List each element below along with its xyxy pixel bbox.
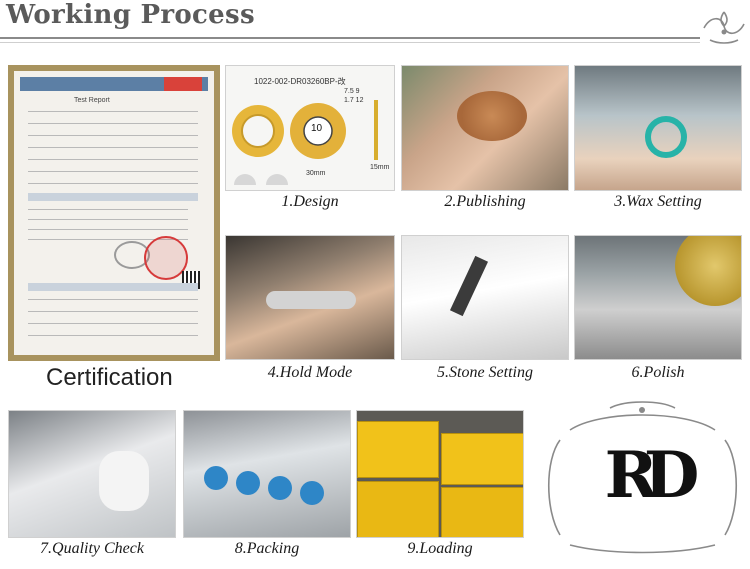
photo-quality-check: [8, 410, 176, 538]
caption-quality-check: 7.Quality Check: [40, 540, 144, 557]
design-width-label: 30mm: [306, 170, 326, 177]
design-shank-profile: [374, 100, 378, 160]
caption-certification: Certification: [46, 364, 173, 391]
photo-design: 1022-002-DR03260BP-改 7.5 9 1.7 12 10 30m…: [225, 65, 395, 191]
caption-wax-setting: 3.Wax Setting: [614, 193, 702, 210]
design-side-view-left: [234, 174, 256, 185]
polish-wheel: [675, 236, 741, 306]
rd-logo-frame-icon: [548, 401, 737, 554]
yellow-box-1: [357, 421, 439, 478]
design-height-label: 15mm: [370, 164, 390, 171]
photo-wax-setting: [574, 65, 742, 191]
page-title: Working Process: [6, 0, 255, 30]
gloved-hand: [99, 451, 149, 511]
caption-publishing: 2.Publishing: [444, 193, 526, 210]
design-dims-bottom: 1.7 12: [344, 97, 364, 104]
plier-tool: [449, 255, 489, 317]
design-flower-drawing: [232, 103, 346, 159]
yellow-box-2: [441, 433, 523, 485]
certificate-report-label: Test Report: [74, 97, 110, 104]
photo-polish: [574, 235, 742, 360]
wax-ring-model: [457, 91, 527, 141]
wax-ring-teal: [645, 116, 687, 158]
photo-packing: [183, 410, 351, 538]
packed-item-1: [204, 466, 228, 490]
header-divider: [0, 37, 700, 39]
design-side-view-right: [266, 174, 288, 185]
header-divider-thin: [0, 42, 700, 43]
photo-loading: [356, 410, 524, 538]
packed-item-4: [300, 481, 324, 505]
rd-logo-letters: RD: [604, 438, 700, 513]
caption-packing: 8.Packing: [234, 540, 300, 557]
caption-hold-mode: 4.Hold Mode: [267, 364, 353, 381]
yellow-box-4: [441, 487, 523, 537]
caption-design: 1.Design: [281, 193, 339, 210]
caption-loading: 9.Loading: [407, 540, 473, 557]
yellow-box-3: [357, 481, 439, 537]
design-dims-top: 7.5 9: [344, 88, 360, 95]
caption-polish: 6.Polish: [631, 364, 685, 381]
flourish-ornament-icon: [703, 11, 745, 44]
certification-document: Test Report: [8, 65, 220, 361]
packed-item-3: [268, 476, 292, 500]
photo-stone-setting: [401, 235, 569, 360]
certificate-seal-icon: [144, 236, 188, 280]
photo-hold-mode: [225, 235, 395, 360]
packed-item-2: [236, 471, 260, 495]
caption-stone-setting: 5.Stone Setting: [437, 364, 533, 381]
photo-publishing: [401, 65, 569, 191]
design-center-size: 10: [311, 123, 323, 134]
tool-handpiece: [266, 291, 356, 309]
design-code: 1022-002-DR03260BP-改: [254, 77, 346, 86]
